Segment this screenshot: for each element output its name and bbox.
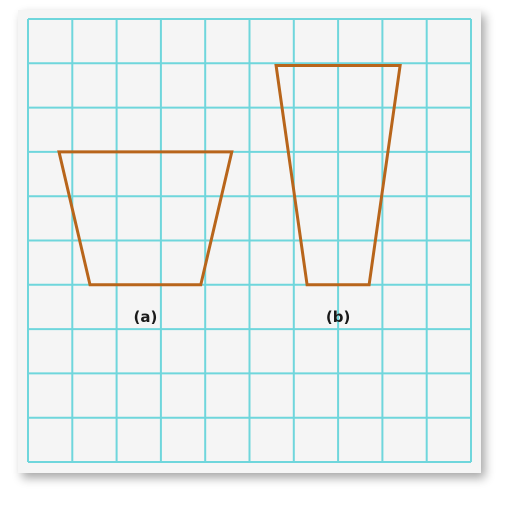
- trapezoid-a: [57, 150, 234, 287]
- label-b: (b): [326, 308, 350, 326]
- grid-lines: [27, 18, 472, 463]
- shapes-layer: (a) (b): [57, 64, 402, 326]
- label-a: (a): [133, 308, 157, 326]
- trapezoid-b: [274, 64, 402, 287]
